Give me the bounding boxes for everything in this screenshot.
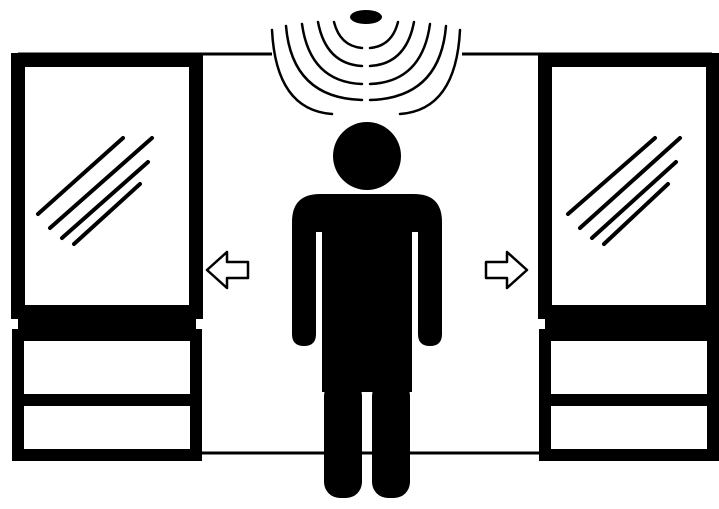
sensor-wave-icon <box>272 22 460 114</box>
motion-sensor-icon <box>272 10 460 114</box>
right-door-panel <box>545 60 719 455</box>
right-door-base <box>545 400 713 455</box>
left-door-base <box>18 400 196 455</box>
person-leg-right <box>372 380 410 498</box>
arrow-left-icon <box>207 252 248 288</box>
person-head <box>333 122 401 190</box>
sensor-body <box>350 10 382 24</box>
person-icon <box>292 122 442 498</box>
left-door-panel <box>18 60 196 455</box>
person-leg-left <box>324 380 362 498</box>
person-torso <box>292 194 442 392</box>
left-door-upper-frame <box>18 60 196 312</box>
arrow-right-icon <box>486 252 527 288</box>
